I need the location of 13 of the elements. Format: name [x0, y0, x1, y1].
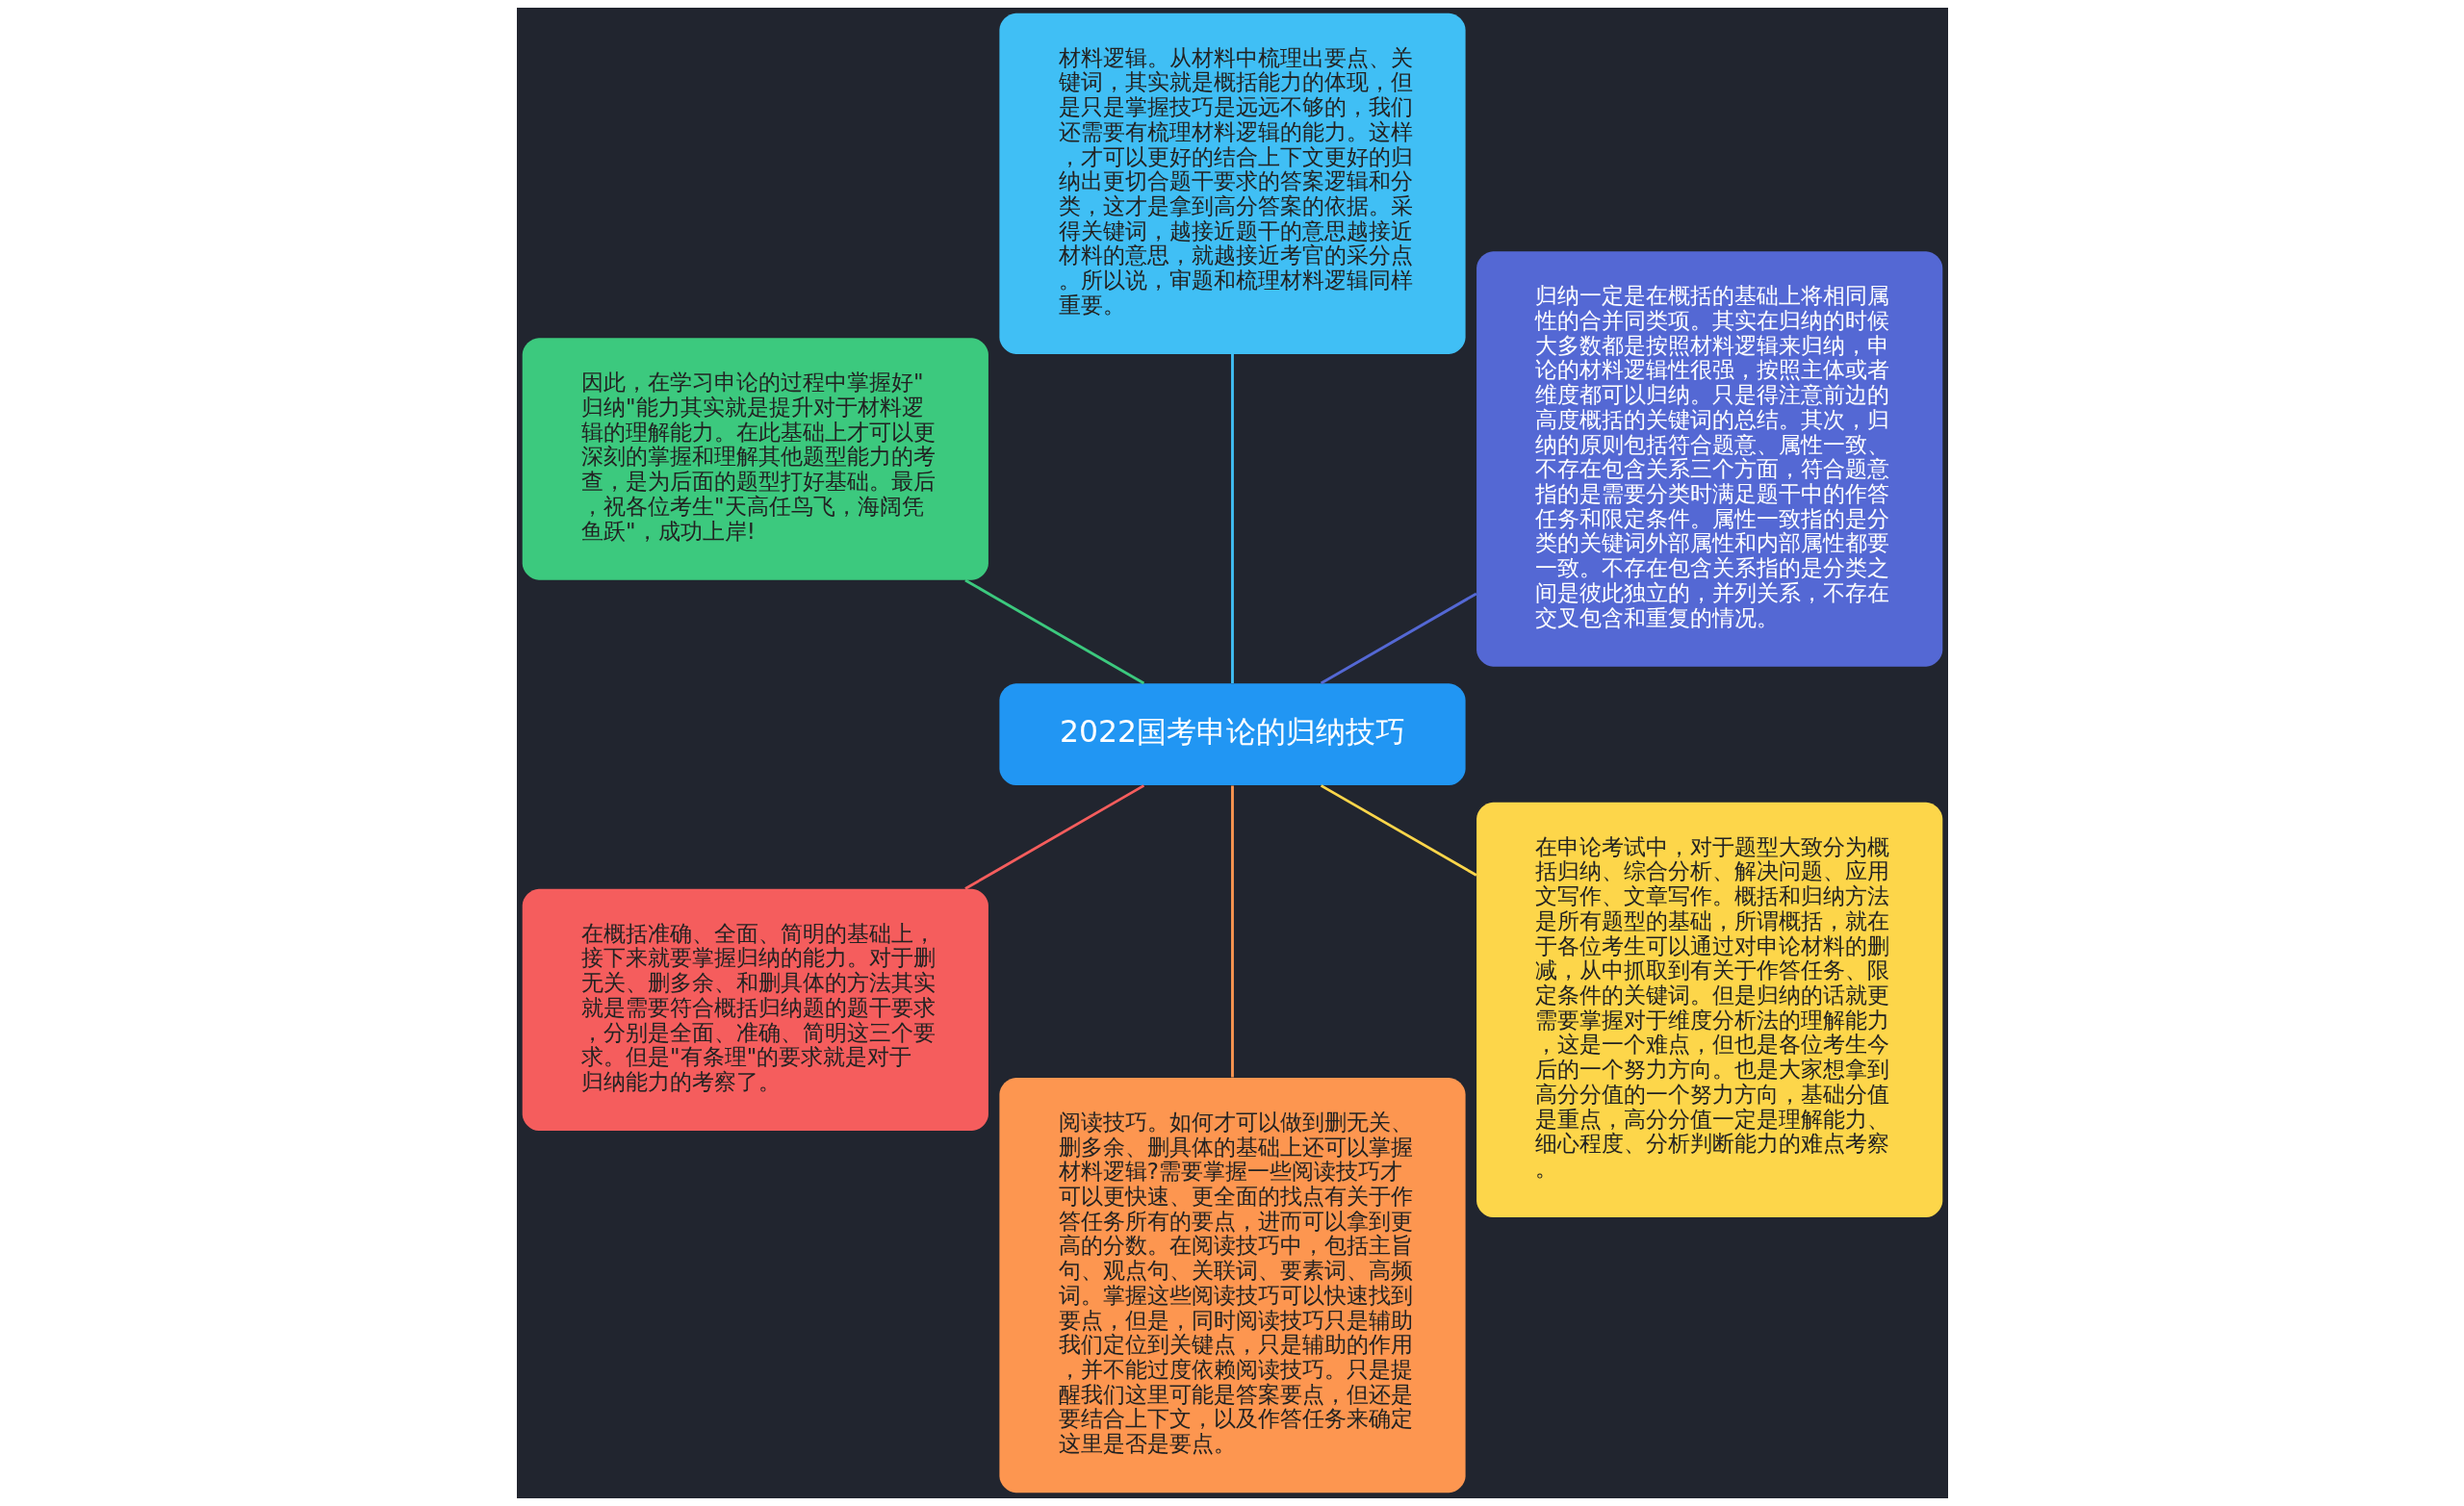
connector: [1230, 785, 1234, 1078]
connector: [1320, 784, 1477, 877]
connector: [963, 578, 1144, 685]
connector: [963, 784, 1144, 890]
node-box: 阅读技巧。如何才可以做到删无关、删多余、删具体的基础上还可以掌握材料逻辑?需要掌握一些阅读技巧才可以更快速、更全面的找点有关于作答任务所有的要点，进而可以拿到更高的分数。在阅读技巧中，包括主旨句、观点句、关联词、要素词、高频词。掌握这些阅读技巧可以快速找到要点，但是，同时阅读技巧只是辅助我们定位到关键点，只是辅助的作用，并不能过度依赖阅读技巧。只是提醒我们这里可能是答案要点，但还是要结合上下文，以及作答任务来确定这里是否是要点。: [998, 1077, 1466, 1493]
connector: [1320, 592, 1477, 685]
node-box: 归纳一定是在概括的基础上将相同属性的合并同类项。其实在归纳的时候大多数都是按照材料逻辑来归纳，申论的材料逻辑性很强，按照主体或者维度都可以归纳。只是得注意前边的高度概括的关键词的总结。其次，归纳的原则包括符合题意、属性一致、不存在包含关系三个方面，符合题意指的是需要分类时满足题干中的作答任务和限定条件。属性一致指的是分类的关键词外部属性和内部属性都要一致。不存在包含关系指的是分类之间是彼此独立的，并列关系，不存在交叉包含和重复的情况。: [1476, 251, 1942, 667]
node-box: 2022国考申论的归纳技巧: [998, 683, 1466, 786]
connector: [1230, 354, 1234, 683]
node-box: 因此，在学习申论的过程中掌握好"归纳"能力其实就是提升对于材料逻辑的理解能力。在此基础上才可以更深刻的掌握和理解其他题型能力的考查，是为后面的题型打好基础。最后，祝各位考生"天高任鸟飞，海阔凭鱼跃"，成功上岸!: [522, 338, 988, 580]
node-box: 在概括准确、全面、简明的基础上，接下来就要掌握归纳的能力。对于删无关、删多余、和删具体的方法其实就是需要符合概括归纳题的题干要求，分别是全面、准确、简明这三个要求。但是"有条理"的要求就是对于归纳能力的考察了。: [522, 888, 988, 1132]
node-box: 在申论考试中，对于题型大致分为概括归纳、综合分析、解决问题、应用文写作、文章写作。概括和归纳方法是所有题型的基础，所谓概括，就在于各位考生可以通过对申论材料的删减，从中抓取到有关于作答任务、限定条件的关键词。但是归纳的话就更需要掌握对于维度分析法的理解能力，这是一个难点，但也是各位考生今后的一个努力方向。也是大家想拿到高分分值的一个努力方向，基础分值是重点，高分分值一定是理解能力、细心程度、分析判断能力的难点考察。: [1476, 802, 1942, 1218]
node-box: 材料逻辑。从材料中梳理出要点、关键词，其实就是概括能力的体现，但是只是掌握技巧是远远不够的，我们还需要有梳理材料逻辑的能力。这样，才可以更好的结合上下文更好的归纳出更切合题干要求的答案逻辑和分类，这才是拿到高分答案的依据。采得关键词，越接近题干的意思越接近材料的意思，就越接近考官的采分点。所以说，审题和梳理材料逻辑同样重要。: [998, 13, 1466, 354]
